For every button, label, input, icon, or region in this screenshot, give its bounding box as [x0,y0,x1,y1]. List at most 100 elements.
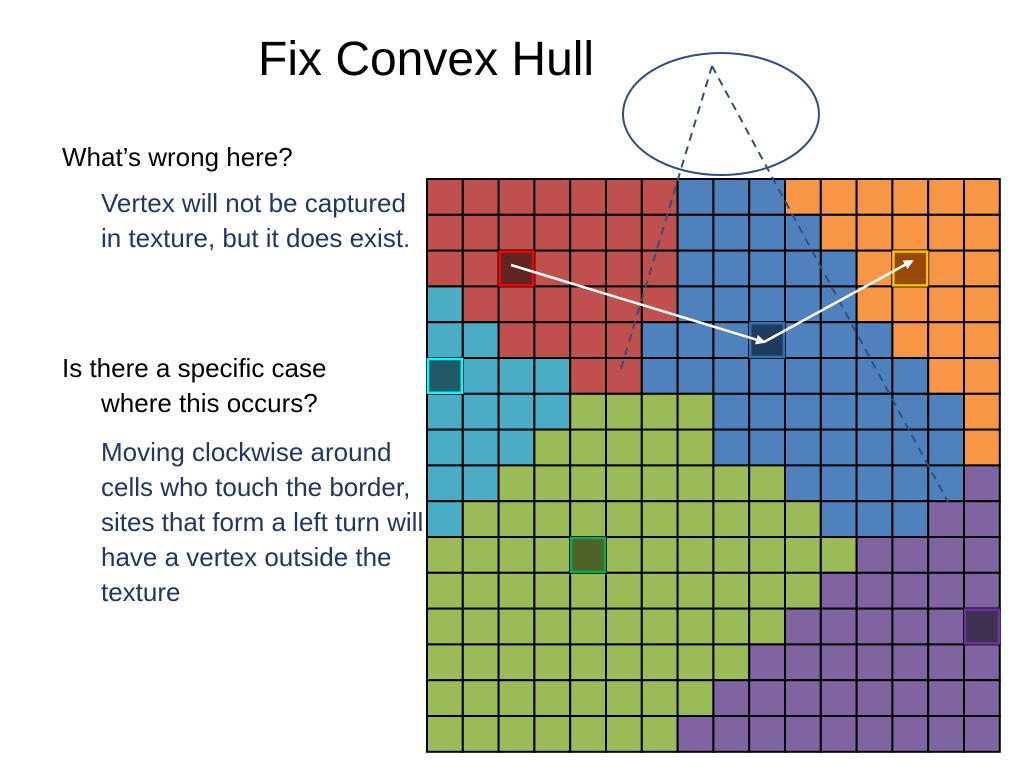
grid-cell-blue [891,500,930,539]
grid-cell-green [676,607,715,646]
grid-cell-green [640,715,679,753]
grid-cell-blue [927,428,966,467]
grid-cell-red [426,178,464,216]
grid-cell-cyan [461,321,500,360]
grid-cell-red [640,178,679,216]
grid-cell-red [605,357,643,395]
grid-cell-orange [855,285,894,324]
grid-cell-purple [891,607,930,646]
grid-cell-blue [676,357,715,395]
grid-cell-purple [963,464,1001,503]
grid-cell-green [712,536,751,574]
grid-cell-red [426,249,464,288]
grid-cell-cyan [461,392,500,431]
grid-cell-red [497,285,536,324]
grid-cell-blue [676,249,715,288]
grid-cell-purple [963,536,1001,574]
grid-cell-red [461,249,500,288]
grid-cell-green [748,536,787,574]
grid-cell-blue [712,285,751,324]
grid-cell-green [533,679,572,718]
grid-cell-green [712,643,751,682]
grid-cell-purple [748,679,787,718]
grid-cell-blue [855,464,894,503]
grid-cell-red [569,178,608,216]
grid-cell-blue [784,428,822,467]
grid-cell-blue [891,392,930,431]
grid-cell-green [461,536,500,574]
grid-cell-green [605,571,643,610]
grid-cell-green [605,428,643,467]
grid-cell-cyan [426,428,464,467]
grid-cell-blue [855,428,894,467]
grid-cell-cyan [533,392,572,431]
grid-cell-green [533,536,572,574]
grid-cell-green [676,679,715,718]
grid-cell-blue [676,213,715,252]
grid-cell-purple [963,679,1001,718]
grid-cell-green [605,464,643,503]
grid-cell-green [605,679,643,718]
grid-cell-orange [819,178,858,216]
grid-cell-green [640,607,679,646]
texture-cells [426,178,1001,753]
grid-cell-blue [748,392,787,431]
grid-cell-blue [819,428,858,467]
grid-cell-purple [891,715,930,753]
grid-cell-green [461,715,500,753]
grid-cell-green [533,643,572,682]
grid-cell-red [426,213,464,252]
grid-cell-blue [676,178,715,216]
grid-cell-red [640,213,679,252]
grid-cell-blue [748,428,787,467]
grid-cell-green [461,679,500,718]
grid-cell-orange [819,213,858,252]
missing-vertex-ellipse [622,52,820,176]
grid-cell-green [497,643,536,682]
grid-cell-purple [748,715,787,753]
arrow-blue-to-orange [763,259,914,344]
grid-cell-green [533,428,572,467]
grid-cell-cyan [497,392,536,431]
grid-cell-blue [748,249,787,288]
grid-cell-purple [784,715,822,753]
grid-cell-blue [819,357,858,395]
grid-cell-orange [963,285,1001,324]
grid-cell-green [676,392,715,431]
grid-cell-cyan [461,357,500,395]
grid-cell-green [497,715,536,753]
grid-cell-green [640,464,679,503]
grid-cell-green [640,428,679,467]
grid-cell-purple [927,643,966,682]
grid-cell-blue [891,357,930,395]
cyan-site [426,357,464,395]
grid-cell-green [605,536,643,574]
grid-cell-purple [963,500,1001,539]
grid-cell-green [426,679,464,718]
grid-cell-green [640,536,679,574]
grid-cell-red [569,249,608,288]
grid-cell-red [461,213,500,252]
grid-cell-blue [748,178,787,216]
grid-cell-green [533,607,572,646]
grid-cell-green [569,571,608,610]
grid-cell-green [819,536,858,574]
grid-cell-blue [712,249,751,288]
grid-cell-green [640,679,679,718]
question-specific-case-line1: Is there a specific case [62,353,327,383]
grid-cell-red [640,285,679,324]
grid-cell-red [605,285,643,324]
grid-cell-red [533,213,572,252]
grid-cell-green [676,536,715,574]
grid-cell-purple [855,715,894,753]
grid-cell-blue [819,249,858,288]
grid-cell-green [605,715,643,753]
grid-cell-purple [927,536,966,574]
grid-cell-blue [784,357,822,395]
grid-cell-cyan [497,428,536,467]
grid-cell-purple [819,643,858,682]
grid-cell-blue [855,392,894,431]
arrow-red-to-blue [510,263,766,345]
grid-cell-orange [963,392,1001,431]
